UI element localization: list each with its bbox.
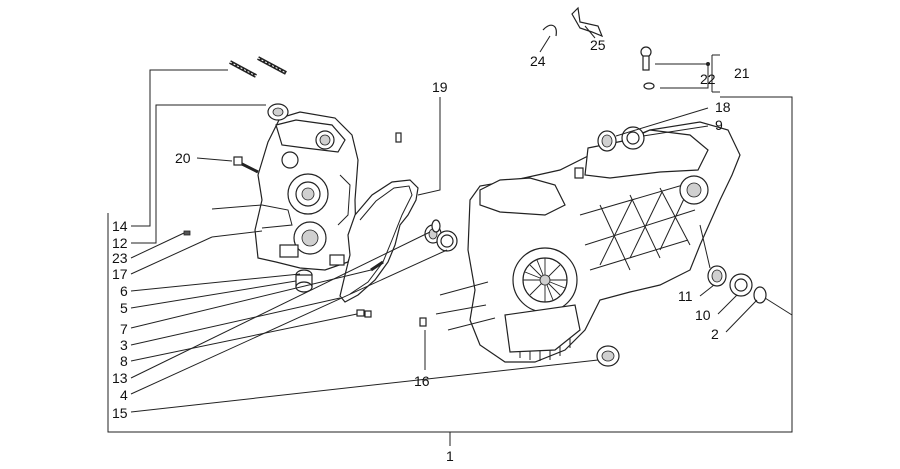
callout-5: 5 [120,300,128,316]
bolt-screw [233,156,259,174]
callout-11: 11 [678,288,693,304]
assembly-bracket [107,96,793,446]
leader-lines [130,25,793,413]
middle-bearings [424,219,458,252]
right-crankcase-half [467,121,741,363]
long-studs-left [183,204,263,238]
oil-seal-bottom [596,345,620,367]
callout-labels: 1 2 3 4 5 6 7 8 9 10 11 12 13 14 15 16 1… [112,37,750,464]
callout-23: 23 [112,250,128,266]
callout-25: 25 [590,37,606,53]
left-crankcase-half [254,111,359,271]
callout-10: 10 [695,307,711,323]
callout-9: 9 [715,117,723,133]
callout-15: 15 [112,405,128,421]
callout-16: 16 [414,373,430,389]
callout-14: 14 [112,218,128,234]
dowel-pin-top [395,132,402,143]
callout-6: 6 [120,283,128,299]
callout-3: 3 [120,337,128,353]
callout-4: 4 [120,387,128,403]
bearings-lower-right [707,265,767,304]
stud-pair [229,56,287,78]
callout-20: 20 [175,150,191,166]
mounting-bracket [571,6,604,38]
callout-2: 2 [711,326,719,342]
clip-ring [542,24,557,37]
dowel-pins-left [356,260,384,318]
callout-8: 8 [120,353,128,369]
long-studs-right [419,281,496,331]
callout-7: 7 [120,321,128,337]
dowel-pin-right [574,167,584,179]
callout-17: 17 [112,266,128,282]
seal-cap [295,269,313,293]
oil-seal-left [267,103,289,121]
breather-plug [640,46,655,90]
callout-13: 13 [112,370,128,386]
callout-21: 21 [734,65,750,81]
callout-24: 24 [530,53,546,69]
callout-22: 22 [700,71,716,87]
crankcase-gasket [339,179,419,303]
callout-12: 12 [112,235,128,251]
callout-1: 1 [446,448,454,464]
callout-18: 18 [715,99,731,115]
callout-19: 19 [432,79,448,95]
